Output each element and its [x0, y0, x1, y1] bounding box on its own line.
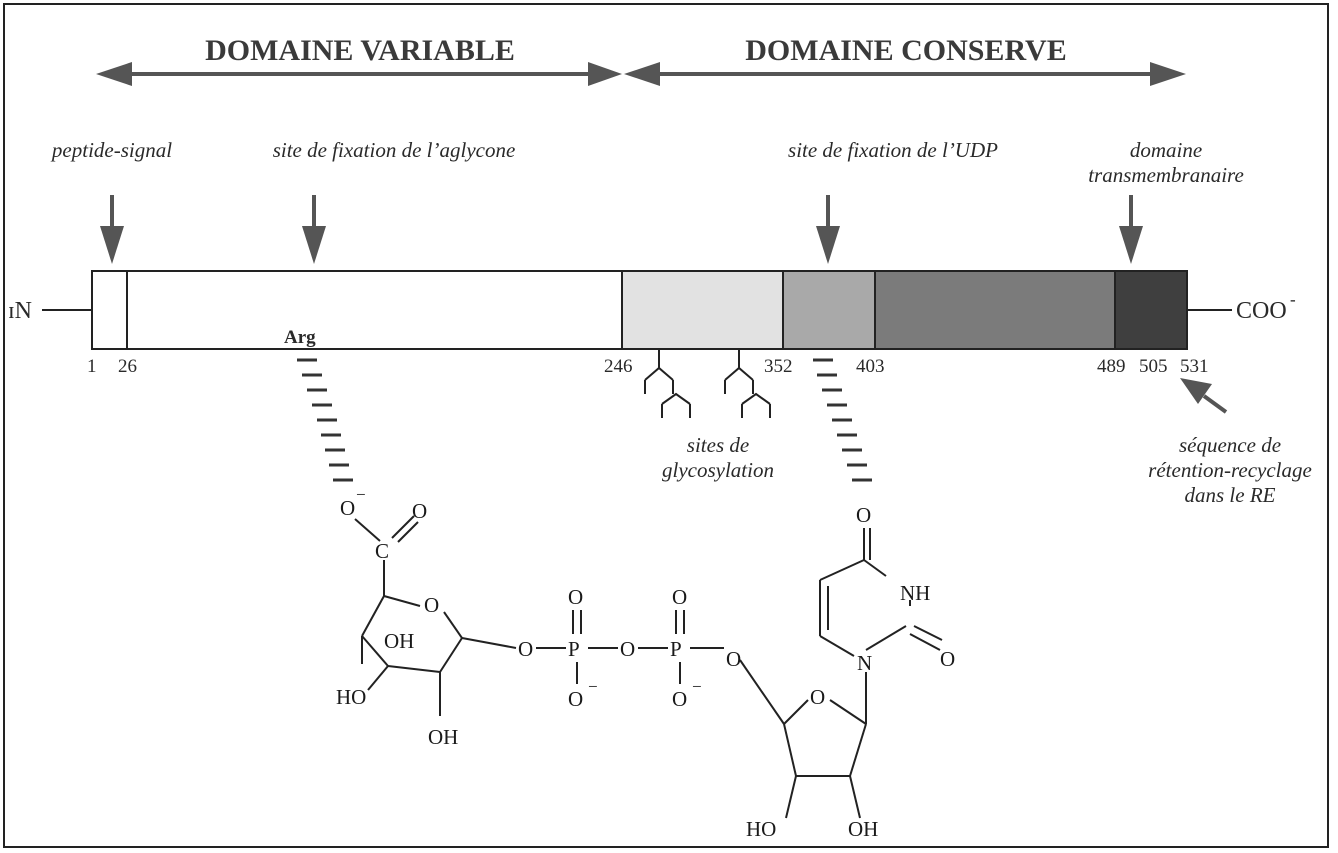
segment-udp-binding — [782, 270, 876, 350]
atom-ring-oxygen: O — [424, 593, 439, 617]
atom-uracil-oxygen: O — [940, 647, 955, 671]
position-label: 489 — [1097, 356, 1126, 377]
c-terminus-charge: - — [1290, 290, 1296, 309]
charge-minus: − — [692, 677, 702, 696]
group-hydroxyl: HO — [336, 685, 366, 709]
atom-phosphorus: P — [670, 637, 682, 661]
atom-uracil-nitrogen: N — [857, 651, 872, 675]
position-label: 403 — [856, 356, 885, 377]
transmembrane-pointer — [1119, 195, 1143, 264]
glycosylation-tree-icon — [724, 349, 771, 418]
figure-frame — [3, 3, 1329, 848]
position-label: 505 — [1139, 356, 1168, 377]
atom-ribose-oxygen: O — [810, 685, 825, 709]
atom-bridge-oxygen: O — [620, 637, 635, 661]
group-hydroxyl: OH — [384, 629, 414, 653]
variable-domain-arrow — [96, 62, 622, 86]
group-hydroxyl: HO — [746, 817, 776, 841]
atom-carboxylate-oxygen: O — [340, 496, 355, 520]
udp-glucuronate-structure: O − O C O OH HO OH O P O O − O P O O − O… — [336, 485, 955, 841]
segment-conserved-dark — [874, 270, 1116, 350]
c-terminus-label: COO — [1236, 298, 1287, 324]
segment-signal-peptide — [91, 270, 128, 350]
atom-bridge-oxygen: O — [726, 647, 741, 671]
glycosylation-label-line1: sites de — [687, 433, 749, 457]
retention-label-line3: dans le RE — [1185, 483, 1276, 507]
atom-bridge-oxygen: O — [518, 637, 533, 661]
udp-site-pointer — [816, 195, 840, 264]
transmembrane-label-line1: domaine — [1130, 138, 1202, 162]
segment-transmembrane — [1114, 270, 1188, 350]
arg-label: Arg — [284, 327, 316, 348]
retention-label-line2: rétention-recyclage — [1148, 458, 1312, 482]
udp-site-label: site de fixation de l’UDP — [788, 138, 998, 162]
group-hydroxyl: OH — [848, 817, 878, 841]
udp-uracil-interaction — [813, 358, 872, 482]
atom-carbon: C — [375, 539, 389, 563]
atom-uracil-oxygen: O — [856, 503, 871, 527]
aglycone-site-pointer — [302, 195, 326, 264]
retention-label-line1: séquence de — [1179, 433, 1281, 457]
atom-phosphate-oxygen: O — [672, 687, 687, 711]
aglycone-site-label: site de fixation de l’aglycone — [273, 138, 516, 162]
position-label: 246 — [604, 356, 633, 377]
n-terminus-label: ɪN — [8, 298, 32, 324]
glycosylation-tree-icon — [644, 349, 691, 418]
segment-variable-domain — [126, 270, 623, 350]
arg-carboxylate-interaction — [297, 358, 353, 482]
retention-pointer — [1180, 378, 1228, 414]
atom-carbonyl-oxygen: O — [412, 499, 427, 523]
transmembrane-label-line2: transmembranaire — [1088, 163, 1244, 187]
atom-phosphorus: P — [568, 637, 580, 661]
protein-bar — [91, 270, 1188, 350]
variable-domain-title: DOMAINE VARIABLE — [205, 34, 515, 67]
segment-conserved-light — [621, 270, 784, 350]
position-label: 26 — [118, 356, 137, 377]
position-label: 531 — [1180, 356, 1209, 377]
atom-phosphate-oxygen: O — [568, 687, 583, 711]
atom-phosphate-oxygen: O — [568, 585, 583, 609]
atom-phosphate-oxygen: O — [672, 585, 687, 609]
position-label: 1 — [87, 356, 97, 377]
charge-minus: − — [588, 677, 598, 696]
group-uracil-nh: NH — [900, 581, 930, 605]
charge-minus: − — [356, 485, 366, 504]
group-hydroxyl: OH — [428, 725, 458, 749]
peptide-signal-pointer — [100, 195, 124, 264]
conserved-domain-arrow — [624, 62, 1186, 86]
peptide-signal-label: peptide-signal — [50, 138, 172, 162]
glycosylation-label-line2: glycosylation — [662, 458, 774, 482]
conserved-domain-title: DOMAINE CONSERVE — [745, 34, 1066, 67]
position-label: 352 — [764, 356, 793, 377]
